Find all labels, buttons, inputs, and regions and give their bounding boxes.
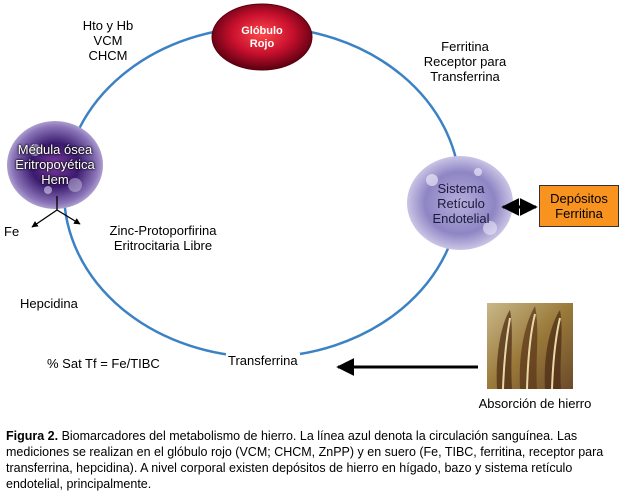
deposits-box: Depósitos Ferritina [539, 185, 619, 227]
deposits-label-line2: Ferritina [555, 206, 603, 221]
fe-label: Fe [4, 224, 20, 239]
hepcidina-label: Hepcidina [20, 296, 78, 311]
caption-label: Figura 2. [6, 429, 59, 443]
sre-label-line2: Retículo [437, 196, 485, 211]
znpp-label-line2: Eritrocitaria Libre [113, 238, 213, 253]
diagram-canvas [7, 3, 573, 390]
serum-markers-label: Ferritina Receptor para Transferrina [400, 39, 530, 84]
sre-label: Sistema Retículo Endotelial [418, 181, 504, 226]
rbc-markers-label: Hto y Hb VCM CHCM [68, 18, 148, 63]
rbc-marker-vcm: VCM [93, 33, 123, 48]
iron-metabolism-diagram: Glóbulo Rojo Médula ósea Eritropoyética … [4, 3, 619, 411]
figure-caption: Figura 2. Biomarcadores del metabolismo … [6, 428, 622, 492]
serum-marker-receptor: Receptor para [423, 54, 507, 69]
marrow-label-line1: Médula ósea [17, 142, 93, 157]
rbc-cell [211, 3, 313, 71]
marrow-label-line3: Hem [41, 172, 69, 187]
serum-marker-ferritina: Ferritina [441, 39, 489, 54]
rbc-label-line1: Glóbulo [241, 25, 283, 37]
rbc-label: Glóbulo Rojo [222, 25, 302, 51]
absorption-label: Absorción de hierro [478, 396, 592, 411]
rbc-label-line2: Rojo [249, 38, 275, 50]
rbc-marker-chcm: CHCM [88, 48, 128, 63]
serum-marker-transferrina: Transferrina [430, 69, 500, 84]
deposits-label-line1: Depósitos [550, 191, 608, 206]
transferrina-label: Transferrina [226, 353, 300, 368]
znpp-arrow [56, 209, 81, 225]
znpp-label-line1: Zinc-Protoporfirina [109, 223, 217, 238]
znpp-label: Zinc-Protoporfirina Eritrocitaria Libre [88, 223, 238, 253]
sre-label-line1: Sistema [437, 181, 485, 196]
marrow-label-line2: Eritropoyética [15, 157, 95, 172]
sat-tf-label: % Sat Tf = Fe/TIBC [47, 356, 160, 371]
fe-arrow [31, 209, 58, 228]
caption-text: Biomarcadores del metabolismo de hierro.… [6, 429, 604, 491]
marrow-label: Médula ósea Eritropoyética Hem [5, 142, 105, 187]
sre-label-line3: Endotelial [432, 211, 490, 226]
rbc-marker-hto-hb: Hto y Hb [82, 18, 134, 33]
